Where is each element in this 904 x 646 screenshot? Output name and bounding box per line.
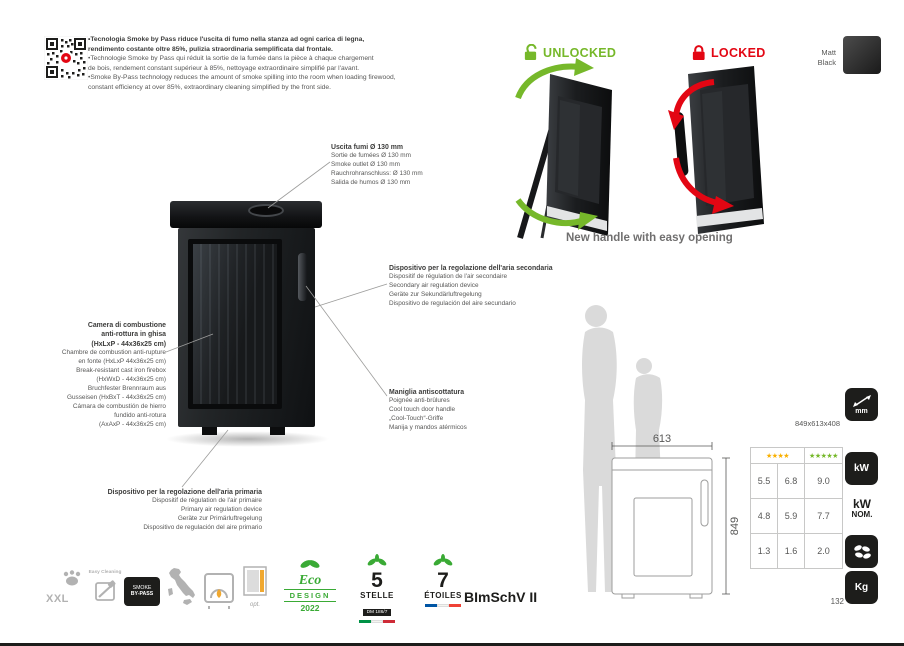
padlock-closed-icon [692,45,705,60]
door-option-icon: opt. [241,566,269,608]
leaves-icon [367,554,387,566]
callout-title: Dispositivo per la regolazione dell'aria… [389,265,553,272]
leaf-icon [300,560,320,568]
smoke-bypass-badge: SMOKE BY-PASS [124,577,160,606]
table-cell: 1.6 [778,534,805,569]
stove-handle [298,253,307,301]
unlocked-label: UNLOCKED [523,44,616,61]
stove-door-frame [188,239,282,409]
stove-body [178,228,315,427]
callout-title: Dispositivo per la regolazione dell'aria… [107,489,262,496]
callout-lines: Dispositif de régulation de l'air primai… [143,497,262,532]
table-cell: 5.5 [751,464,778,499]
five-stelle-badge: 5 STELLE DM 186/7 [350,553,404,624]
specs-table: ★★★★ ★★★★★ 5.5 6.8 9.0 4.8 5.9 7.7 1.3 1… [750,447,843,569]
qr-code-image [43,35,89,81]
callout-smoke-outlet: Uscita fumi Ø 130 mm Sortie de fumées Ø … [331,143,471,188]
callout-primary-air: Dispositivo per la regolazione dell'aria… [92,488,262,533]
table-cell: 4.8 [751,499,778,534]
table-cell: 5.9 [778,499,805,534]
intro-bold-lines: •Tecnologia Smoke by Pass riduce l'uscit… [88,36,365,53]
callout-secondary-air: Dispositivo per la regolazione dell'aria… [389,264,574,309]
unlocked-text: UNLOCKED [543,45,617,60]
seven-etoiles-badge: 7 ÉTOILES [416,553,470,608]
kg-weight-icon: Kg [845,571,878,604]
stars-5-header: ★★★★★ [805,448,843,464]
easy-cleaning-icon: Easy Cleaning [88,570,122,610]
stove-door-glass [193,244,277,404]
french-flag [416,603,470,608]
made-in-italy-icon [162,567,198,616]
door-unlocked-photo [490,54,642,245]
wood-consumption-icon [845,535,878,568]
locked-label: LOCKED [691,44,766,61]
qr-code [43,35,89,81]
stars-4-header: ★★★★ [751,448,805,464]
brush-icon [95,580,116,601]
callout-cool-handle: Maniglia antiscottatura Poignée anti-brû… [389,388,549,433]
stove-illustration [165,193,330,447]
mm-ruler-icon: mm [845,388,878,421]
intro-text: •Tecnologia Smoke by Pass riduce l'uscit… [88,35,488,92]
finish-swatch-matt-black [843,36,881,74]
table-cell: 9.0 [805,464,843,499]
dimension-drawing: 613 849 [598,430,748,607]
overall-dimensions: 849x613x408 [794,419,840,428]
table-cell: 1.3 [751,534,778,569]
kw-nominal-label: kW NOM. [851,497,873,519]
callout-lines: Dispositif de régulation de l'air second… [389,273,516,308]
smoke-outlet-hole [248,204,284,217]
stove-foot [270,426,285,435]
table-cell: 6.8 [778,464,805,499]
bottom-rule [0,643,904,646]
padlock-open-icon [524,44,537,60]
eco-design-badge: Eco DESIGN 2022 [284,556,336,613]
stove-shadow [165,431,330,447]
stove-foot [202,426,217,435]
bimschv-label: BImSchV II [464,589,538,605]
callout-title: Maniglia antiscottatura [389,389,465,396]
xxl-firebox-icon: XXL [46,570,88,610]
kw-power-icon: kW [845,452,878,485]
locked-text: LOCKED [711,45,766,60]
stove-top-plate [170,201,322,228]
width-dim-label: 613 [653,433,671,445]
finish-label: Matt Black [817,48,836,68]
table-cell: 7.7 [805,499,843,534]
leaves-icon [433,554,453,566]
stove-flame-icon [200,569,238,616]
table-cell: 2.0 [805,534,843,569]
page-number: 132 [830,597,844,606]
intro-regular-lines: •Technologie Smoke by Pass qui réduit la… [88,55,396,91]
italian-flag [350,619,404,624]
handle-caption: New handle with easy opening [566,232,733,244]
height-dim-label: 849 [729,517,741,535]
paw-icon [63,570,81,586]
door-locked-photo [650,56,795,244]
callout-title: Uscita fumi Ø 130 mm [331,144,403,151]
